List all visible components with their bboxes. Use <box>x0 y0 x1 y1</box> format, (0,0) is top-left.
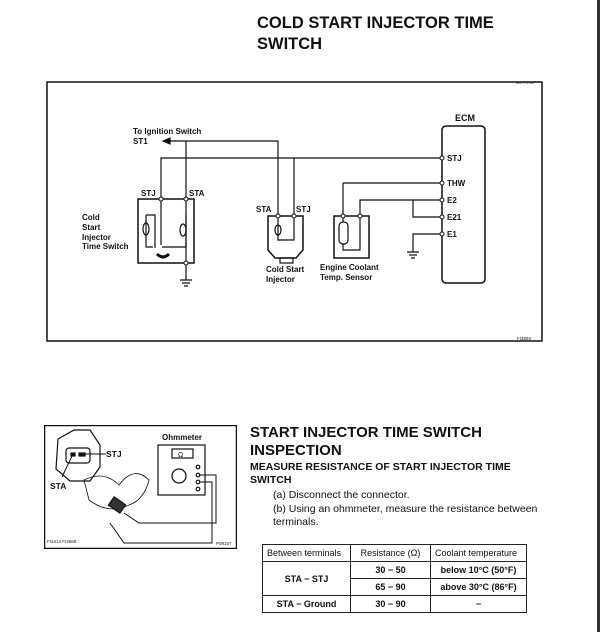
st1-wire <box>168 140 279 216</box>
page-title: COLD START INJECTOR TIME SWITCH <box>257 13 494 55</box>
ohmmeter-body <box>157 444 206 496</box>
st1-label: ST1 <box>133 137 148 146</box>
ecm-label: ECM <box>455 113 475 123</box>
injector-label-2: Injector <box>266 275 295 284</box>
ecm-box <box>441 125 486 284</box>
diagram-frame <box>46 81 543 342</box>
cell-temp: below 10°C (50°F) <box>430 561 527 579</box>
cell-temp: − <box>430 595 527 613</box>
photo-sta-label: STA <box>50 481 66 491</box>
to-ignition-label: To Ignition Switch <box>133 127 201 136</box>
svg-text:Start: Start <box>82 223 101 232</box>
cell-terminals: STA − STJ <box>262 561 351 596</box>
header-temp: Coolant temperature <box>430 544 527 562</box>
injector-stj-label: STJ <box>296 205 311 214</box>
ref-bottom: FI3893 <box>517 336 532 341</box>
switch-internal <box>145 199 187 248</box>
ohmmeter-illustration: STJ STA Ohmmeter Ω FI3414 FI3568 P09157 <box>44 425 237 549</box>
sensor-wires <box>342 182 442 252</box>
time-switch-box <box>137 198 195 264</box>
ohm-symbol: Ω <box>178 452 183 459</box>
cell-resistance: 65 − 90 <box>350 578 431 596</box>
test-leads <box>109 474 217 544</box>
resistance-table: Between terminals Resistance (Ω) Coolant… <box>262 544 527 613</box>
step-a: (a) Disconnect the connector. <box>273 489 410 501</box>
photo-stj-label: STJ <box>106 449 122 459</box>
injector-label-1: Cold Start <box>266 265 305 274</box>
table-row: 65 − 90 above 30°C (86°F) <box>263 578 527 596</box>
coil-icon <box>274 224 282 236</box>
table-header-row: Between terminals Resistance (Ω) Coolant… <box>262 544 527 562</box>
table-row: STA − STJ 30 − 50 below 10°C (50°F) <box>262 561 527 596</box>
arrow-icon <box>161 137 171 145</box>
title-line-1: COLD START INJECTOR TIME <box>257 14 494 32</box>
ohmmeter-dial <box>171 468 187 484</box>
svg-text:Injector: Injector <box>82 233 111 242</box>
illustration-frame <box>44 425 237 549</box>
svg-text:Time Switch: Time Switch <box>82 242 129 251</box>
ecm-pin-e1: E1 <box>447 230 457 239</box>
step-b: (b) Using an ohmmeter, measure the resis… <box>273 503 538 528</box>
bimetal-icon <box>155 252 171 259</box>
coil-icon <box>179 223 187 237</box>
header-resistance: Resistance (Ω) <box>350 544 431 562</box>
injector-nozzle <box>279 257 294 264</box>
switch-stj-label: STJ <box>141 189 156 198</box>
switch-sta-label: STA <box>189 189 205 198</box>
ohmmeter-display <box>171 448 194 459</box>
section-subheading: MEASURE RESISTANCE OF START INJECTOR TIM… <box>250 461 511 486</box>
ecm-pin-stj: STJ <box>447 154 462 163</box>
table-row: STA − Ground 30 − 90 − <box>262 595 527 613</box>
cell-terminals: STA − Ground <box>262 595 351 613</box>
sensor-label-1: Engine Coolant <box>320 263 379 272</box>
injector-box <box>267 215 304 259</box>
switch-label: Cold Start Injector Time Switch <box>82 213 129 251</box>
switch-connector <box>107 496 127 514</box>
injector-coil-wire <box>277 216 295 241</box>
title-line-2: SWITCH <box>257 35 323 53</box>
cell-temp: above 30°C (86°F) <box>430 578 527 596</box>
cell-resistance: 30 − 50 <box>350 561 431 579</box>
connector-face <box>55 429 101 482</box>
injector-sta-label: STA <box>256 205 272 214</box>
ecm-pin-e21: E21 <box>447 213 462 222</box>
ground-icon <box>180 279 192 287</box>
ohmmeter-label: Ohmmeter <box>162 433 202 442</box>
ref-top: B07YV-01 <box>516 80 535 85</box>
section-heading: START INJECTOR TIME SWITCH INSPECTION <box>250 424 482 459</box>
page-edge <box>597 0 600 632</box>
cell-resistance: 30 − 90 <box>350 595 431 613</box>
photo-ref-left: FI3414 FI3568 <box>47 539 77 544</box>
wiring-diagram: B07YV-01 FI3893 ECM STJ THW E2 E21 E1 To… <box>46 80 543 342</box>
sensor-box <box>333 215 370 259</box>
terminal-dots <box>158 155 445 266</box>
svg-text:Cold: Cold <box>82 213 100 222</box>
sensor-label-2: Temp. Sensor <box>320 273 372 282</box>
connector-socket <box>65 447 91 464</box>
stj-wire <box>160 157 442 199</box>
header-terminals: Between terminals <box>262 544 351 562</box>
ecm-pin-thw: THW <box>447 179 466 188</box>
ecm-pin-e2: E2 <box>447 196 457 205</box>
thermistor-icon <box>338 221 349 245</box>
coil-icon <box>142 222 150 236</box>
ground-icon <box>407 251 419 259</box>
photo-ref-right: P09157 <box>216 541 232 546</box>
